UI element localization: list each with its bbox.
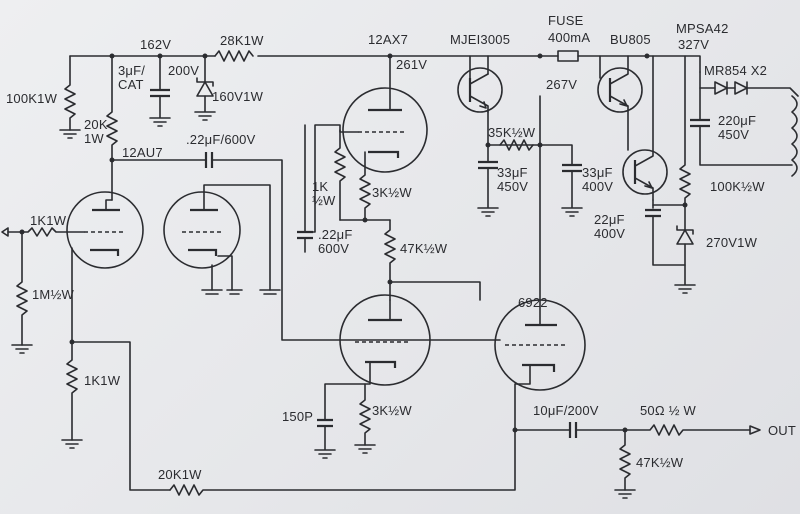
wire-to-6922-grid <box>211 159 501 341</box>
tube-6922 <box>494 95 586 433</box>
capacitor-022-mid <box>297 124 313 253</box>
capacitor-22uf-reg <box>645 208 686 266</box>
label-r3k-b: 3K½W <box>372 403 412 418</box>
tube-12au7-b <box>163 184 281 295</box>
input-network <box>1 227 85 354</box>
label-fuse-rating: 400mA <box>548 30 591 45</box>
label-c022-top: .22μF/600V <box>186 132 256 147</box>
label-mpsa42: MPSA42 <box>676 21 729 36</box>
label-mr854: MR854 X2 <box>704 63 768 78</box>
label-6922: 6922 <box>518 295 548 310</box>
capacitor-33uf-b <box>539 144 583 217</box>
transformer-winding <box>791 95 798 177</box>
capacitor-022-top <box>204 152 214 168</box>
resistor-100k-top <box>59 55 81 139</box>
capacitor-220uf <box>690 87 793 166</box>
label-mje13005: MJEI3005 <box>450 32 511 47</box>
output-network <box>514 422 761 499</box>
capacitor-3uf <box>149 55 171 127</box>
zener-270v <box>674 204 696 294</box>
label-out: OUT <box>768 423 797 438</box>
label-c150p: 150P <box>282 409 314 424</box>
label-327v: 327V <box>678 37 710 52</box>
resistor-47k-mid <box>384 219 481 301</box>
label-r47k-out: 47K½W <box>636 455 684 470</box>
transistor-bu805 <box>597 55 643 151</box>
label-r47k-mid: 47K½W <box>400 241 448 256</box>
tube-12au7-a <box>66 191 144 269</box>
label-12au7: 12AU7 <box>122 145 163 160</box>
label-zener-160v: 160V1W <box>212 89 264 104</box>
label-c33uf-a: 33μF 450V <box>497 165 529 194</box>
label-r50: 50Ω ½ W <box>640 403 696 418</box>
label-12ax7: 12AX7 <box>368 32 409 47</box>
label-267v: 267V <box>546 77 578 92</box>
tube-12ax7-upper <box>304 55 428 233</box>
label-r20k-feedback: 20K1W <box>158 467 202 482</box>
label-r100k-top: 100K1W <box>6 91 58 106</box>
fuse-body <box>557 50 579 62</box>
capacitor-33uf-a <box>477 144 499 217</box>
capacitor-150p <box>314 418 336 459</box>
label-261v: 261V <box>396 57 428 72</box>
label-c22uf-reg: 22μF 400V <box>594 212 626 241</box>
resistor-1k1w-cathode <box>61 247 171 491</box>
label-r1k1w-cathode: 1K1W <box>84 373 121 388</box>
label-zener-270v: 270V1W <box>706 235 758 250</box>
resistor-20k-top <box>106 55 118 201</box>
label-162v: 162V <box>140 37 172 52</box>
label-r20k-top: 20K 1W <box>84 117 108 146</box>
label-fuse: FUSE <box>548 13 584 28</box>
label-r3k-a: 3K½W <box>372 185 412 200</box>
label-r100k-reg: 100K½W <box>710 179 765 194</box>
label-r28k: 28K1W <box>220 33 264 48</box>
label-r1k-half: 1K ½W <box>312 179 336 208</box>
label-bu805: BU805 <box>610 32 651 47</box>
resistor-35k <box>499 139 534 151</box>
transistor-mpsa42 <box>622 55 668 209</box>
label-r1k1w-input: 1K1W <box>30 213 67 228</box>
label-r35k: 35K½W <box>488 125 536 140</box>
label-r1m: 1M½W <box>32 287 74 302</box>
tube-12ax7-lower <box>324 294 431 454</box>
resistor-20k-feedback <box>169 429 516 496</box>
label-c33uf-b: 33μF 400V <box>582 165 614 194</box>
label-c10uf: 10μF/200V <box>533 403 599 418</box>
zener-160v <box>194 55 216 121</box>
label-200v: 200V <box>168 63 200 78</box>
resistor-100k-reg <box>652 55 691 208</box>
label-c022-mid: .22μF 600V <box>318 227 353 256</box>
label-c3uf: 3μF/ CAT <box>118 63 146 92</box>
label-c220uf: 220μF 450V <box>718 113 757 142</box>
